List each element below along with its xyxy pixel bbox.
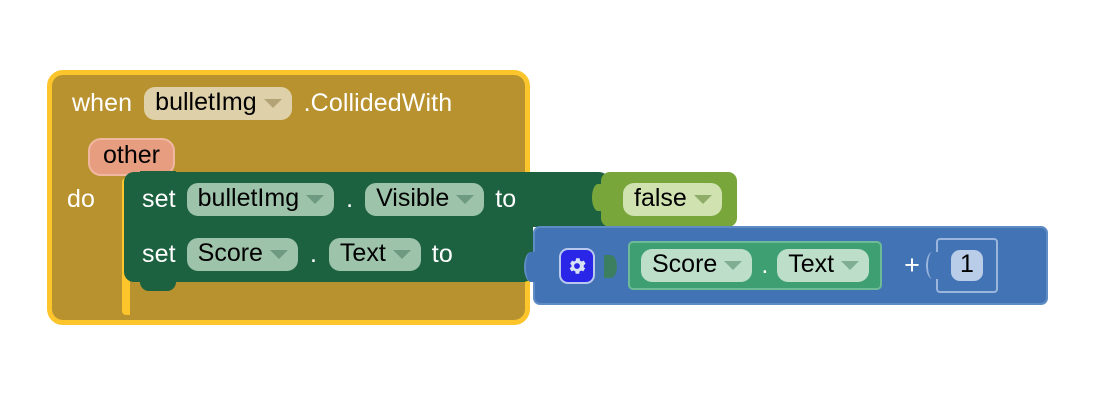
gear-icon[interactable]	[559, 247, 595, 284]
to-label: to	[495, 185, 517, 213]
event-name-label: .CollidedWith	[303, 89, 453, 117]
set-property-label: Visible	[376, 184, 450, 212]
set-property-label: Text	[339, 239, 386, 267]
set-component-dropdown-score[interactable]: Score	[186, 238, 298, 271]
logic-block-false[interactable]: false	[592, 172, 737, 227]
to-label: to	[431, 240, 453, 268]
logic-value-dropdown[interactable]: false	[623, 183, 722, 216]
set-component-label: Score	[197, 239, 263, 267]
property-separator: .	[346, 185, 354, 213]
set-block-score-text[interactable]: set Score . Text to	[124, 227, 533, 291]
plus-operator-label: +	[904, 250, 920, 280]
plug-tab	[925, 252, 939, 279]
chevron-down-icon	[263, 99, 282, 108]
set-block-bulletimg-visible[interactable]: set bulletImg . Visible to	[124, 171, 609, 227]
stack-top-notch	[140, 171, 176, 180]
statement-stack[interactable]: set bulletImg . Visible to set Score .	[124, 171, 609, 291]
chevron-down-icon	[841, 261, 860, 270]
getter-component-dropdown-score[interactable]: Score	[641, 249, 753, 282]
set-component-label: bulletImg	[197, 184, 300, 212]
getter-property-label: Text	[788, 250, 835, 278]
set-label: set	[142, 185, 176, 213]
logic-value-label: false	[634, 184, 687, 212]
number-input[interactable]: 1	[950, 250, 983, 281]
chevron-down-icon	[306, 195, 325, 204]
event-parameter-label: other	[103, 141, 160, 169]
stack-bottom-tab	[140, 281, 176, 291]
chevron-down-icon	[724, 261, 743, 270]
chevron-down-icon	[693, 195, 712, 204]
property-separator: .	[309, 240, 317, 268]
event-block-header: when bulletImg .CollidedWith	[72, 87, 452, 120]
chevron-down-icon	[456, 195, 475, 204]
set-component-dropdown-bulletimg[interactable]: bulletImg	[186, 183, 335, 216]
math-addition-block[interactable]: Score . Text + 1	[524, 226, 1048, 305]
event-component-label: bulletImg	[155, 88, 257, 116]
set-label: set	[142, 240, 176, 268]
set-property-dropdown-visible[interactable]: Visible	[365, 183, 485, 216]
getter-block-score-text[interactable]: Score . Text	[628, 241, 883, 290]
property-separator: .	[761, 251, 769, 279]
getter-property-dropdown-text[interactable]: Text	[777, 249, 870, 282]
chevron-down-icon	[392, 250, 411, 259]
value-socket-visible[interactable]	[527, 183, 540, 217]
number-block[interactable]: 1	[925, 238, 998, 293]
chevron-down-icon	[269, 250, 288, 259]
do-label: do	[67, 185, 96, 213]
math-left-socket[interactable]	[604, 246, 618, 286]
plug-tab	[592, 184, 604, 211]
getter-component-label: Score	[652, 250, 718, 278]
set-property-dropdown-text[interactable]: Text	[328, 238, 421, 271]
event-component-dropdown[interactable]: bulletImg	[144, 87, 292, 120]
value-socket-score-text[interactable]	[464, 238, 477, 272]
plug-tab	[524, 252, 538, 282]
event-parameter-other[interactable]: other	[88, 138, 175, 176]
when-label: when	[72, 89, 133, 117]
